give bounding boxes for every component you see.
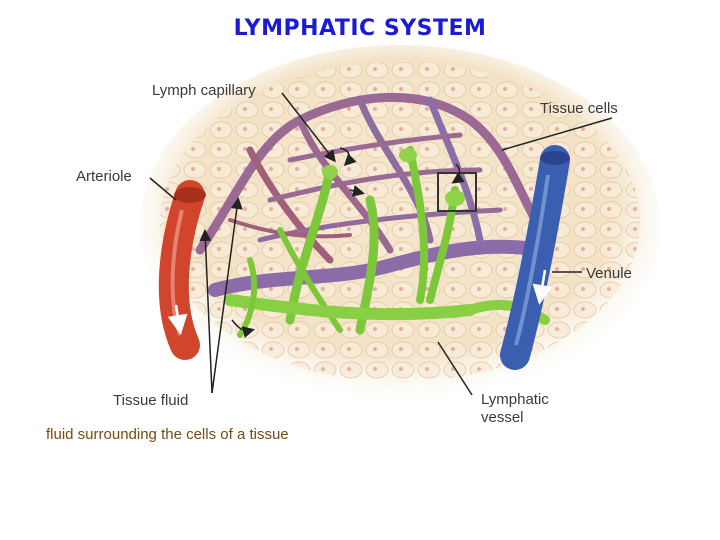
label-lymphatic-vessel-line2: vessel	[481, 409, 524, 426]
label-arteriole: Arteriole	[76, 168, 132, 185]
label-lymph-capillary: Lymph capillary	[152, 82, 256, 99]
label-venule: Venule	[586, 265, 632, 282]
definition-caption: fluid surrounding the cells of a tissue	[46, 426, 289, 443]
label-tissue-cells: Tissue cells	[540, 100, 618, 117]
leader-lines	[149, 92, 613, 396]
venule-vessel	[500, 145, 570, 370]
arteriole-vessel	[158, 180, 206, 360]
label-tissue-fluid: Tissue fluid	[113, 392, 188, 409]
label-lymphatic-vessel-line1: Lymphatic	[481, 391, 549, 408]
diagram-title: LYMPHATIC SYSTEM	[233, 16, 487, 41]
